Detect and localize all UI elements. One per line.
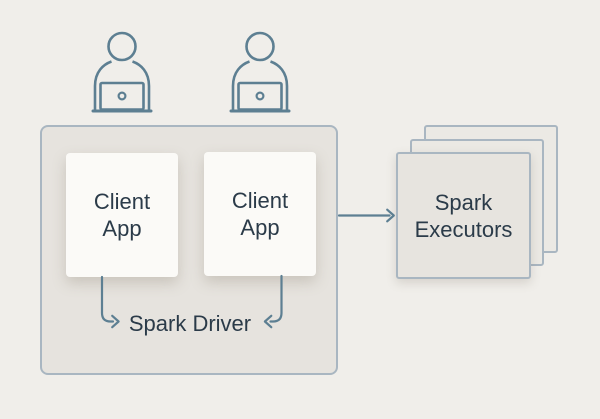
spark-executors-label: Spark Executors [414,189,513,242]
spark-driver-label: Spark Driver [128,311,252,336]
arrow-driver-to-executors [337,208,395,223]
executor-card-front: Spark Executors [396,152,531,279]
client-app-card: Client App [204,152,316,276]
client-app-label: Client App [93,189,151,241]
client-app-label: Client App [231,188,289,240]
user-at-laptop-icon [91,31,153,113]
user-at-laptop-icon [229,31,291,113]
client-app-card: Client App [66,153,178,277]
